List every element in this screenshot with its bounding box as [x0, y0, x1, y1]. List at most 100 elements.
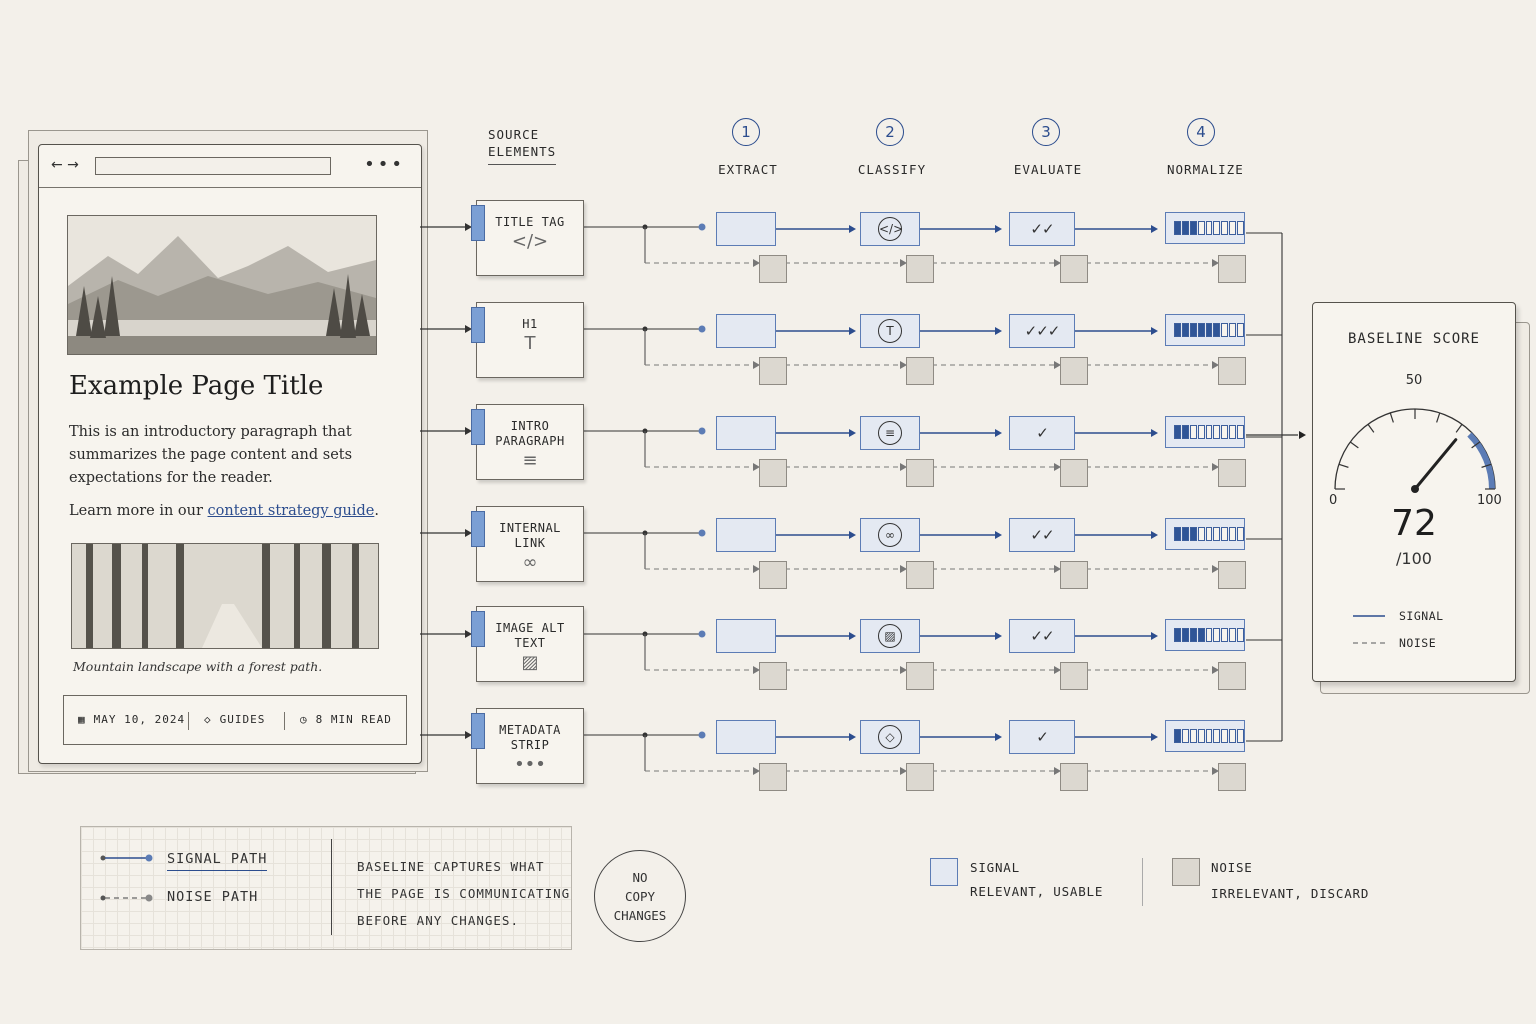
extract-box	[716, 720, 776, 754]
content-strategy-link[interactable]: content strategy guide	[207, 503, 375, 519]
noise-key-title: NOISE	[1211, 860, 1253, 875]
gauge-tick	[1481, 463, 1492, 468]
normalize-segment	[1174, 323, 1181, 337]
source-card-tab	[471, 713, 485, 749]
mountain-illustration	[67, 215, 377, 355]
source-card-image-alt-text[interactable]: IMAGE ALT TEXT▨	[471, 606, 584, 682]
arrowhead	[849, 429, 856, 437]
source-card-internal-link[interactable]: INTERNAL LINK∞	[471, 506, 584, 582]
arrowhead	[995, 225, 1002, 233]
arrowhead	[849, 632, 856, 640]
paragraph-class-icon: ≡	[878, 421, 902, 445]
signal-node	[698, 529, 706, 537]
normalize-segment	[1237, 527, 1245, 541]
signal-node	[698, 223, 706, 231]
normalize-segment	[1221, 323, 1229, 337]
normalize-segment	[1229, 628, 1237, 642]
dots-icon: •••	[514, 754, 546, 775]
normalize-segment	[1181, 527, 1189, 541]
source-card-label: METADATA STRIP	[499, 723, 561, 752]
noise-arrowhead	[1054, 666, 1061, 674]
arrowhead	[465, 325, 472, 333]
gauge-needle	[1413, 438, 1458, 491]
normalize-segment	[1189, 729, 1197, 743]
evaluate-box: ✓✓✓	[1009, 314, 1075, 348]
gauge-tick	[1436, 412, 1441, 423]
normalize-segment	[1205, 221, 1213, 235]
source-card-label: TITLE TAG	[495, 215, 565, 229]
score-legend-noise-label: NOISE	[1399, 636, 1437, 650]
stage-number-2: 2	[876, 118, 904, 146]
arrowhead	[465, 427, 472, 435]
signal-key-title: SIGNAL	[970, 860, 1020, 875]
normalize-segment	[1213, 221, 1221, 235]
no-copy-changes-stamp: NO COPY CHANGES	[594, 850, 686, 942]
classify-box: ▨	[860, 619, 920, 653]
normalize-segment	[1213, 729, 1221, 743]
source-card-title-tag[interactable]: TITLE TAG</>	[471, 200, 584, 276]
noise-square	[1218, 763, 1246, 791]
normalize-segment	[1205, 628, 1213, 642]
gauge-tick	[1349, 441, 1359, 449]
noise-arrowhead	[1212, 767, 1219, 775]
noise-arrowhead	[1054, 361, 1061, 369]
noise-square	[759, 255, 787, 283]
source-card-intro-paragraph[interactable]: INTRO PARAGRAPH≡	[471, 404, 584, 480]
normalize-segment	[1237, 729, 1245, 743]
noise-square	[759, 357, 787, 385]
normalize-segment	[1181, 221, 1189, 235]
normalize-segment	[1197, 221, 1205, 235]
source-heading-line2: ELEMENTS	[488, 144, 557, 159]
extract-box	[716, 212, 776, 246]
normalize-segment	[1205, 527, 1213, 541]
noise-arrowhead	[1212, 463, 1219, 471]
normalize-segment	[1213, 323, 1221, 337]
category-item[interactable]: ◇GUIDES	[204, 713, 265, 726]
noise-square	[906, 459, 934, 487]
read-time-item: ◷8 MIN READ	[300, 713, 392, 726]
path-legend: SIGNAL PATH NOISE PATH BASELINE CAPTURES…	[80, 826, 572, 950]
gauge-min-label: 0	[1329, 493, 1338, 508]
stage-number-1: 1	[732, 118, 760, 146]
stamp-line2: COPY	[624, 889, 656, 904]
source-card-metadata-strip[interactable]: METADATA STRIP•••	[471, 708, 584, 784]
noise-arrowhead	[900, 565, 907, 573]
normalize-segment	[1213, 628, 1221, 642]
noise-square	[1218, 459, 1246, 487]
dots-class-icon: ◇	[878, 725, 902, 749]
gauge-tick	[1338, 463, 1349, 468]
arrowhead	[995, 531, 1002, 539]
baseline-score-card: BASELINE SCORE 50 0 100 72 /100 SIGNAL N…	[1312, 302, 1516, 682]
noise-square	[1060, 763, 1088, 791]
normalize-segment	[1174, 628, 1181, 642]
source-elements-heading: SOURCE ELEMENTS	[488, 126, 556, 165]
webpage-mock: ← → ••• Example Page Title This is an in…	[38, 144, 422, 764]
source-card-label: INTRO PARAGRAPH	[495, 419, 565, 448]
normalize-segment	[1205, 729, 1213, 743]
noise-square	[1218, 357, 1246, 385]
noise-square	[759, 763, 787, 791]
noise-square	[906, 763, 934, 791]
calendar-icon: ▦	[78, 713, 86, 726]
normalize-segment	[1197, 425, 1205, 439]
browser-menu-icon[interactable]: •••	[364, 154, 405, 175]
noise-square	[906, 357, 934, 385]
noise-arrowhead	[900, 361, 907, 369]
baseline-note: BASELINE CAPTURES WHAT THE PAGE IS COMMU…	[357, 853, 570, 934]
back-forward-icon[interactable]: ← →	[51, 157, 79, 173]
address-bar[interactable]	[95, 157, 331, 175]
score-legend-signal: SIGNAL	[1353, 609, 1444, 623]
arrowhead	[1151, 531, 1158, 539]
noise-key-swatch	[1172, 858, 1200, 886]
clock-icon: ◷	[300, 713, 308, 726]
stage-label-evaluate: EVALUATE	[1013, 162, 1083, 177]
gauge-tick	[1389, 412, 1394, 423]
score-max: /100	[1396, 549, 1432, 568]
stage-label-classify: CLASSIFY	[857, 162, 927, 177]
source-card-tab	[471, 205, 485, 241]
normalize-segment	[1181, 425, 1189, 439]
normalize-segment	[1197, 323, 1205, 337]
normalize-segment	[1221, 628, 1229, 642]
arrowhead	[465, 630, 472, 638]
